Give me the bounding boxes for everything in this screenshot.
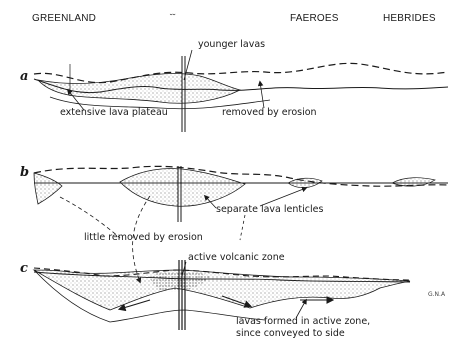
label-lavas-formed-line1: lavas formed in active zone, bbox=[236, 317, 370, 327]
stage-c-lava-pile bbox=[34, 270, 410, 310]
stage-letter-b: b bbox=[20, 166, 29, 179]
leader-line bbox=[260, 82, 264, 108]
place-label-faeroes: FAEROES bbox=[290, 14, 339, 24]
label-removed-by-erosion-a: removed by erosion bbox=[222, 108, 317, 118]
stage-a-eroded-surface-line bbox=[34, 63, 448, 82]
stage-b-lava-lenticle bbox=[34, 173, 62, 204]
stage-a-section bbox=[34, 50, 448, 132]
stage-b-lava-lenticle bbox=[288, 178, 322, 187]
stage-b-lava-lenticle bbox=[120, 169, 245, 207]
label-extensive-lava-plateau: extensive lava plateau bbox=[60, 108, 168, 118]
artist-signature: G.N.A bbox=[428, 292, 445, 298]
place-label-iceland: ˘˘ bbox=[170, 14, 176, 22]
stage-letter-a: a bbox=[20, 70, 28, 83]
label-lavas-formed-line2: since conveyed to side bbox=[236, 329, 345, 339]
leader-line bbox=[240, 215, 245, 240]
label-active-volcanic-zone: active volcanic zone bbox=[188, 253, 285, 263]
place-label-hebrides: HEBRIDES bbox=[383, 14, 436, 24]
stage-b-section bbox=[34, 166, 448, 282]
label-little-removed-by-erosion: little removed by erosion bbox=[84, 233, 203, 243]
stage-letter-c: c bbox=[20, 262, 28, 275]
label-separate-lava-lenticles: separate lava lenticles bbox=[216, 205, 323, 215]
place-label-greenland: GREENLAND bbox=[32, 14, 96, 24]
label-younger-lavas: younger lavas bbox=[198, 40, 265, 50]
